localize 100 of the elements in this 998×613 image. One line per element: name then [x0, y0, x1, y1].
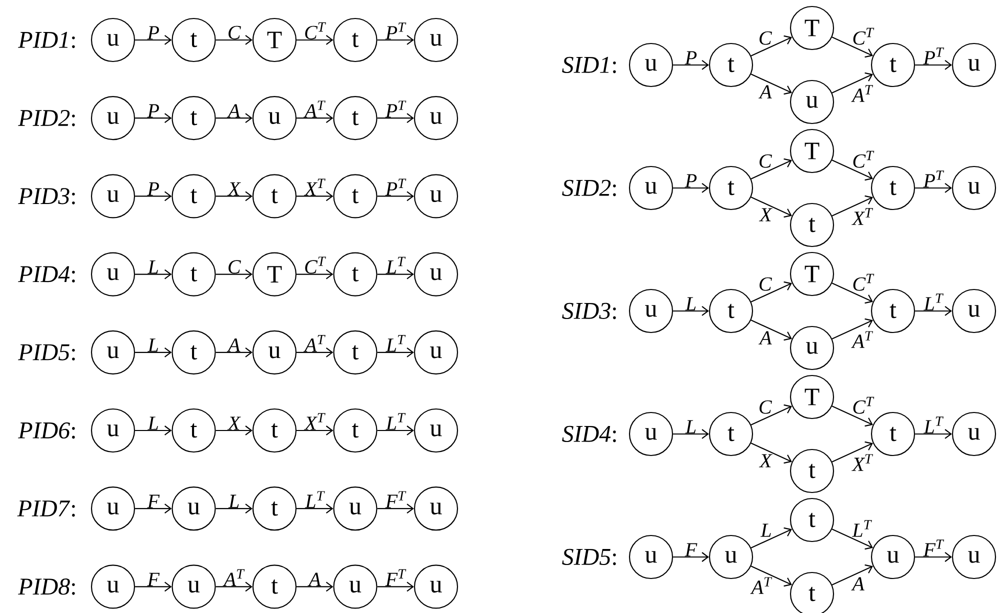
arrow	[750, 404, 792, 426]
arrow	[296, 582, 334, 592]
arrow	[915, 183, 952, 193]
edge-label: L	[148, 260, 158, 274]
arrow	[915, 306, 952, 316]
edge-label: A$^{T}$	[222, 569, 245, 586]
arrow	[296, 347, 334, 358]
arrow	[216, 582, 252, 592]
arrow	[377, 269, 414, 280]
edge-label: L$^{T}$	[304, 491, 325, 508]
edge-label: C$^{T}$	[305, 256, 326, 274]
arrow	[750, 35, 792, 56]
edge-label: L$^{T}$	[852, 520, 872, 537]
arrow	[750, 566, 792, 587]
row-label: PID7:	[17, 500, 75, 517]
arrow	[216, 347, 252, 358]
arrow	[832, 528, 873, 550]
row-label: PID2:	[18, 110, 75, 126]
edge-label: C	[760, 277, 772, 291]
arrow	[377, 426, 414, 436]
arrow	[296, 504, 334, 514]
arrow	[216, 113, 252, 124]
arrow	[750, 281, 792, 302]
arrow	[750, 196, 792, 218]
edge-label: X	[758, 454, 772, 468]
edge-label: X	[227, 416, 241, 430]
edge-label: L$^{T}$	[386, 335, 406, 352]
edge-label: L	[685, 420, 696, 434]
edge-label: C$^{T}$	[853, 396, 874, 414]
edge-label: F	[147, 572, 160, 586]
arrow	[673, 306, 709, 316]
arrow	[296, 191, 334, 202]
arrow	[216, 191, 252, 202]
edge-label: L$^{T}$	[386, 413, 406, 430]
edge-label: C	[228, 260, 241, 274]
edge-label: C$^{T}$	[853, 150, 874, 168]
edge-label: X$^{T}$	[304, 413, 326, 430]
arrow	[135, 113, 172, 124]
edge-label: L$^{T}$	[924, 294, 944, 310]
edge-label: P	[147, 26, 159, 40]
arrow	[832, 564, 873, 586]
edge-label: X$^{T}$	[852, 454, 874, 471]
arrow	[915, 552, 952, 562]
edge-label: L	[760, 524, 771, 537]
arrow	[915, 60, 952, 70]
edge-label: P	[147, 104, 159, 118]
edge-label: L$^{T}$	[924, 416, 944, 434]
arrow	[915, 429, 952, 439]
arrow	[135, 582, 172, 592]
row-label: PID6:	[18, 422, 75, 439]
edge-label: F	[684, 543, 698, 556]
edge-label: L	[685, 297, 696, 310]
edge-label: P	[147, 182, 159, 196]
edge-label: P	[684, 51, 697, 64]
row-label: PID8:	[18, 578, 75, 595]
arrow	[135, 35, 172, 45]
arrow	[296, 269, 334, 280]
edge-label: A$^{T}$	[304, 335, 326, 352]
edge-label: A$^{T}$	[851, 85, 874, 102]
arrow	[377, 504, 414, 514]
arrow	[377, 191, 414, 202]
arrow	[673, 429, 709, 439]
edge-label: P$^{T}$	[385, 178, 406, 196]
edge-label: A	[851, 577, 864, 590]
arrow	[377, 582, 414, 592]
edge-label: C$^{T}$	[853, 28, 874, 45]
edge-label: A	[758, 85, 772, 98]
arrow	[296, 113, 334, 124]
edge-label: F	[147, 494, 160, 508]
edge-label: P$^{T}$	[385, 100, 406, 118]
arrow	[832, 441, 873, 462]
arrow	[673, 60, 709, 70]
edge-label: A	[758, 331, 772, 344]
edge-label: C$^{T}$	[305, 22, 326, 40]
edge-label: C$^{T}$	[853, 274, 874, 291]
arrow	[750, 158, 792, 180]
arrow	[832, 195, 873, 216]
edge-label: X	[227, 182, 241, 196]
edge-label: L	[148, 416, 158, 430]
arrow	[135, 426, 172, 436]
edge-label: L	[228, 494, 239, 508]
row-label: PID4:	[18, 266, 75, 282]
arrow	[377, 35, 414, 45]
edge-label: L$^{T}$	[386, 256, 406, 274]
arrow	[377, 113, 414, 124]
arrow	[673, 552, 709, 562]
arrow	[135, 347, 172, 358]
arrow	[135, 191, 172, 202]
arrow	[216, 35, 252, 45]
edge-label: P$^{T}$	[923, 48, 944, 64]
edge-label: A$^{T}$	[304, 100, 326, 118]
edge-label: P$^{T}$	[385, 22, 406, 40]
row-label: PID5:	[18, 344, 75, 360]
arrow	[216, 504, 252, 514]
edge-label: L	[148, 338, 158, 352]
edge-label: A	[226, 338, 240, 352]
arrow	[135, 504, 172, 514]
arrow	[750, 527, 792, 548]
arrow	[296, 426, 334, 436]
arrow	[216, 426, 252, 436]
